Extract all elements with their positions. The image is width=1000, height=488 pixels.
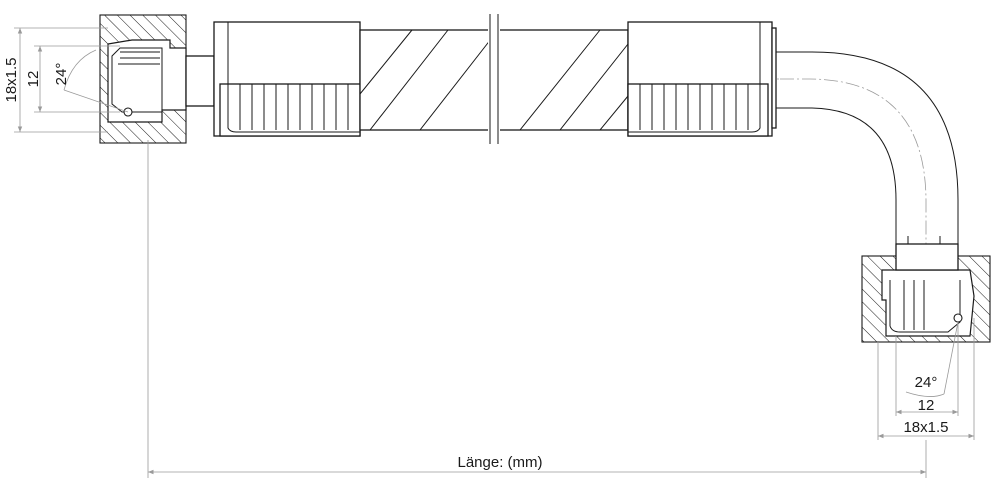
centerline-bend	[780, 78, 927, 340]
right-sealing-ring	[953, 313, 963, 323]
right-thread-label: 18x1.5	[903, 419, 948, 436]
left-fitting-stem	[185, 55, 215, 107]
right-angle-label: 24°	[915, 374, 938, 391]
right-ferrule	[627, 21, 777, 137]
bent-tube	[776, 51, 959, 244]
left-union-nut	[99, 14, 187, 144]
length-label: Länge: (mm)	[457, 454, 542, 471]
left-ferrule	[213, 21, 361, 137]
right-union-nut	[861, 243, 991, 343]
left-thread-label: 18x1.5	[3, 57, 20, 102]
left-angle-label: 24°	[53, 63, 70, 86]
right-dimensions	[877, 318, 975, 440]
left-bore-label: 12	[25, 71, 42, 88]
length-dimension	[147, 140, 927, 478]
left-dimensions	[14, 27, 129, 133]
right-bore-label: 12	[918, 397, 935, 414]
hose-body	[359, 14, 629, 144]
